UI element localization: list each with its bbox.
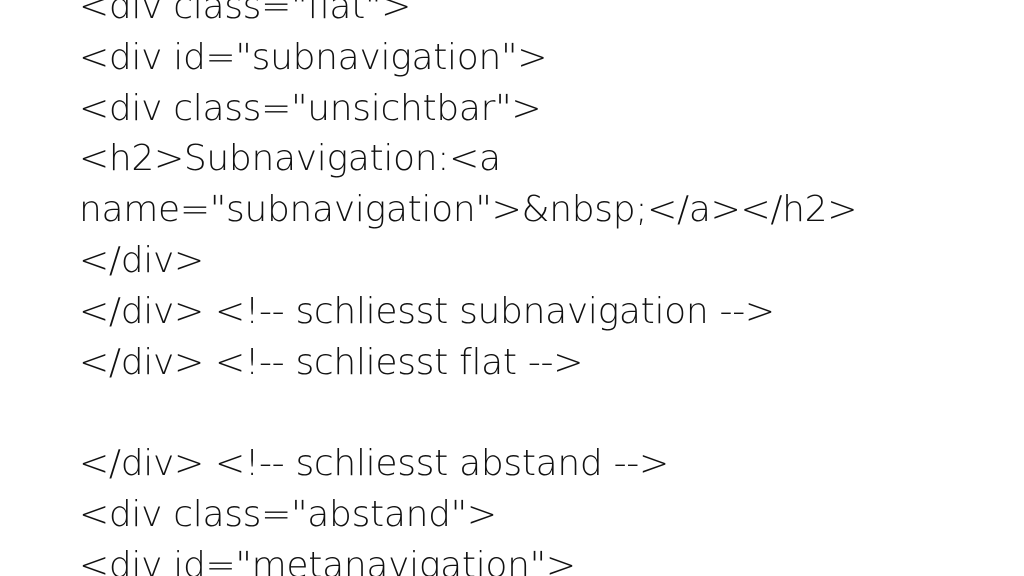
code-line: <div class="abstand"> (79, 493, 497, 535)
code-line: </div> <!-- schliesst flat --> (79, 341, 584, 383)
code-line: <div class="flat"> (79, 0, 412, 27)
code-line: </div> (79, 239, 204, 281)
code-line: </div> <!-- schliesst abstand --> (79, 443, 669, 485)
code-line: name="subnavigation">&nbsp;</a></h2> (79, 189, 858, 231)
code-line: <div class="unsichtbar"> (79, 87, 542, 129)
code-line: <div id="metanavigation"> (79, 544, 576, 576)
code-line: </div> <!-- schliesst subnavigation --> (79, 290, 775, 332)
code-line: <h2>Subnavigation:<a (79, 138, 501, 180)
blank-line (79, 388, 857, 439)
code-text-block: <div class="flat"> <div id="subnavigatio… (79, 0, 857, 576)
code-line: <div id="subnavigation"> (79, 36, 548, 78)
